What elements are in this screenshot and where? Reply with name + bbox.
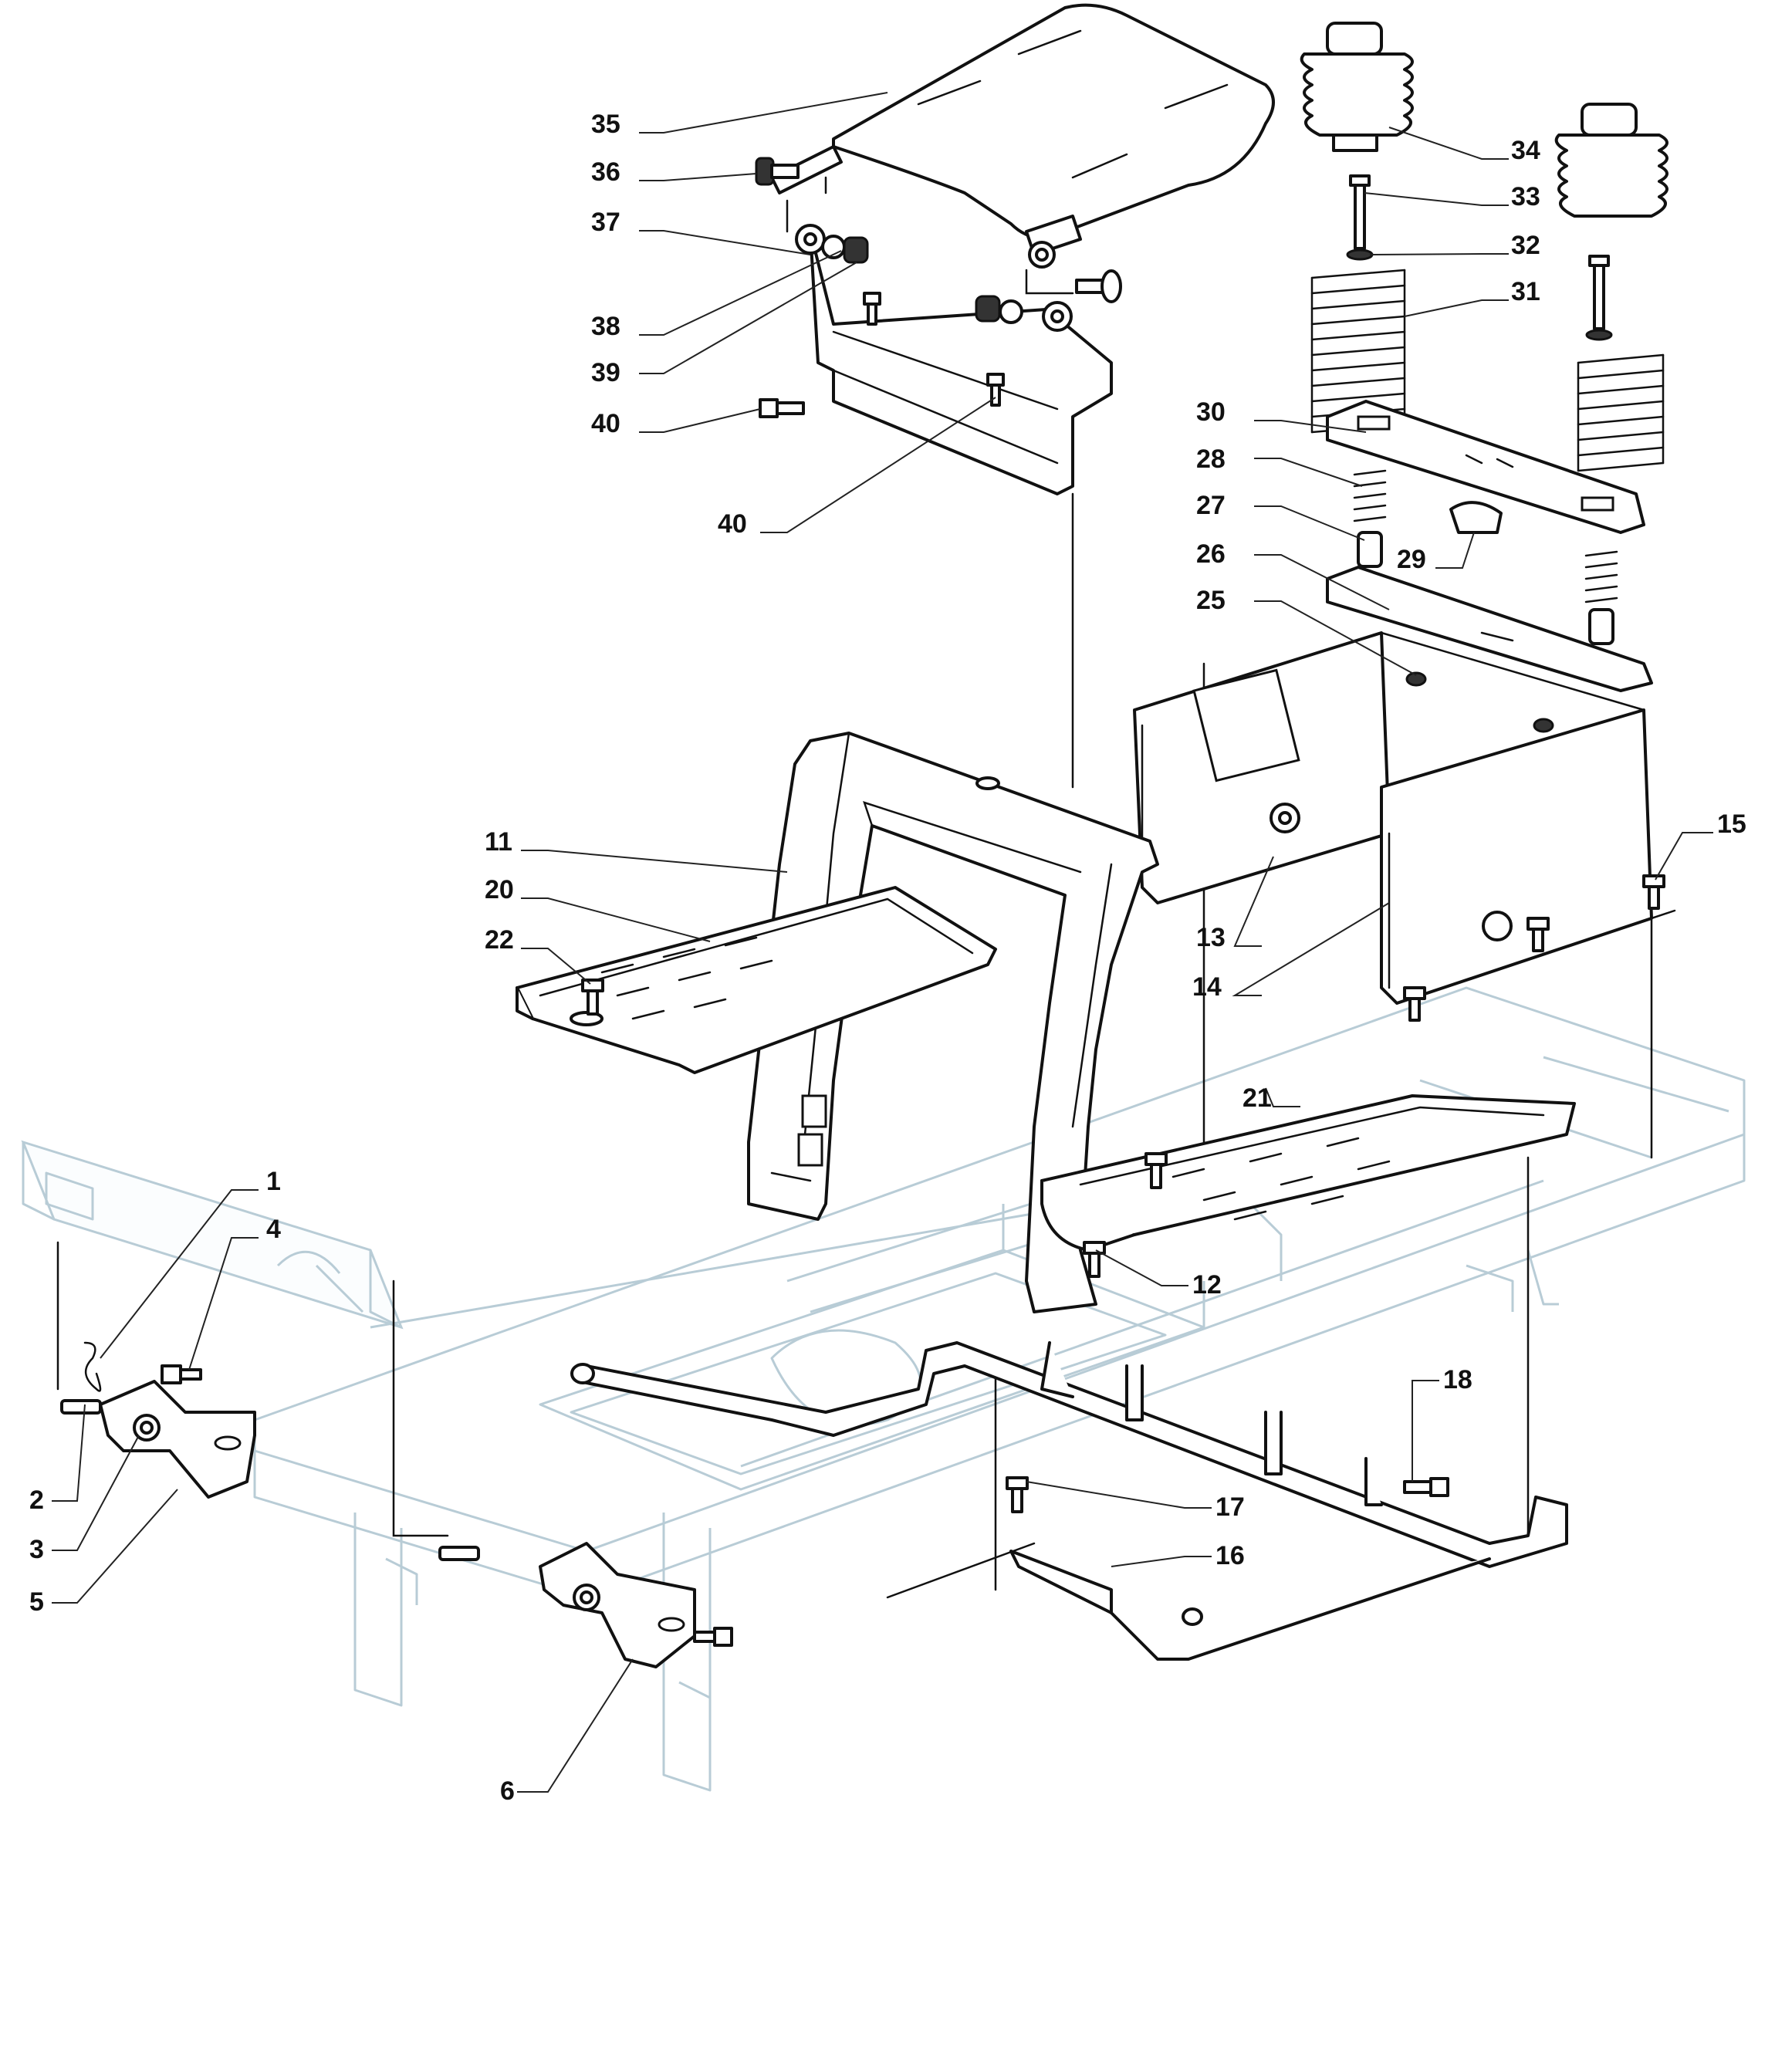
callout-labels: 35 36 37 38 39 40 40 34 33 32 31 30 28 2… [29, 110, 1746, 1806]
seat-hardware [755, 157, 1122, 418]
callout-13: 13 [1196, 923, 1226, 952]
callout-28: 28 [1196, 444, 1226, 474]
callout-34: 34 [1511, 136, 1540, 165]
callout-2: 2 [29, 1486, 44, 1515]
callout-38: 38 [591, 312, 620, 341]
callout-25: 25 [1196, 586, 1226, 615]
callout-17: 17 [1215, 1492, 1245, 1522]
callout-22: 22 [485, 925, 514, 955]
callout-12: 12 [1192, 1270, 1222, 1300]
callout-31: 31 [1511, 277, 1540, 306]
callout-14: 14 [1192, 972, 1222, 1002]
seat-bracket [795, 224, 1113, 495]
callout-leaders [52, 92, 1713, 1793]
callout-27: 27 [1196, 491, 1226, 520]
callout-18: 18 [1443, 1365, 1472, 1394]
alignment-lines [56, 176, 1653, 1599]
callout-11: 11 [485, 827, 512, 857]
pedal-linkage [570, 1341, 1568, 1661]
right-footboard [1040, 1094, 1576, 1252]
seat-support-box [1133, 631, 1676, 1022]
callout-39: 39 [591, 358, 620, 387]
roll-frame [747, 732, 1159, 1313]
seat-pan [770, 3, 1275, 269]
callout-35: 35 [591, 110, 620, 139]
small-springs [1353, 469, 1618, 645]
callout-26: 26 [1196, 539, 1226, 569]
suspension-springs [1300, 22, 1668, 472]
callout-1: 1 [266, 1167, 281, 1196]
callout-5: 5 [29, 1587, 44, 1617]
callout-21: 21 [1242, 1083, 1272, 1113]
callout-15: 15 [1717, 810, 1746, 839]
callout-4: 4 [266, 1215, 281, 1244]
callout-37: 37 [591, 208, 620, 237]
upper-rail [1326, 400, 1645, 534]
callout-36: 36 [591, 157, 620, 187]
callout-29: 29 [1397, 545, 1426, 574]
callout-30: 30 [1196, 397, 1226, 427]
callout-20: 20 [485, 875, 514, 904]
callout-3: 3 [29, 1535, 44, 1564]
callout-40-upper: 40 [591, 409, 620, 438]
lower-rail [1326, 566, 1653, 692]
callout-6: 6 [500, 1776, 515, 1806]
callout-16: 16 [1215, 1541, 1245, 1570]
callout-33: 33 [1511, 182, 1540, 211]
callout-32: 32 [1511, 231, 1540, 260]
brackets [60, 1341, 733, 1668]
callout-40-lower: 40 [718, 509, 747, 539]
footboard-bolts [581, 979, 1168, 1278]
